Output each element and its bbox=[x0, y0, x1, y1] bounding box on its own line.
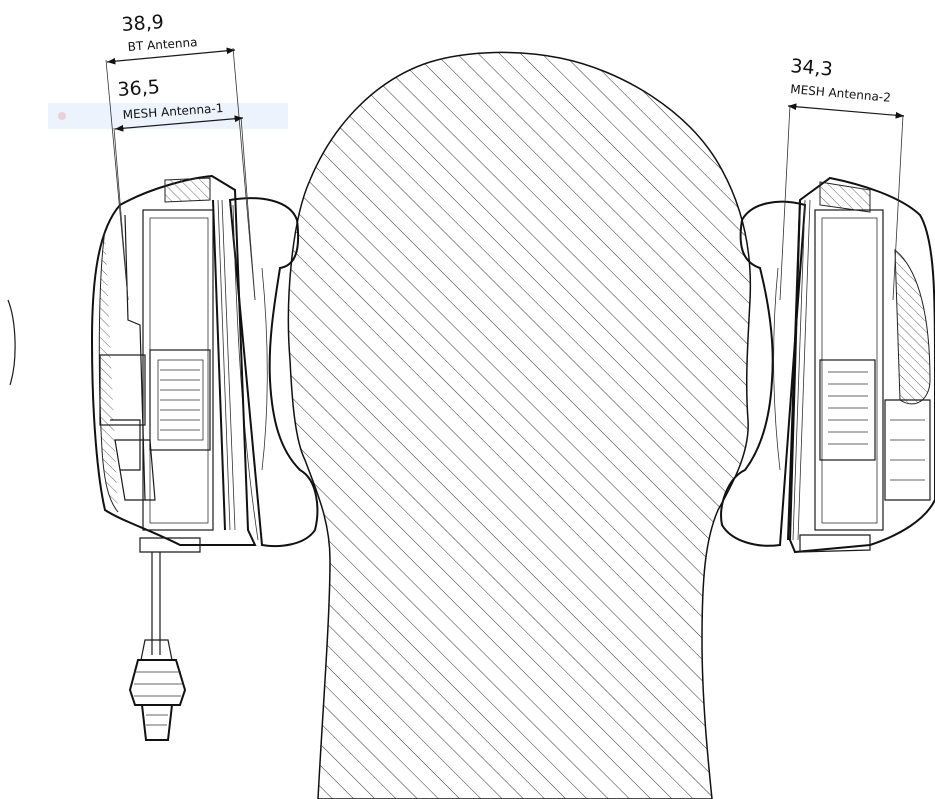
edge-arc bbox=[7, 299, 16, 386]
dimension-bt-antenna: 38,9 BT Antenna bbox=[105, 11, 256, 301]
left-earcup-housing bbox=[90, 174, 257, 553]
cable-connector bbox=[128, 552, 187, 741]
mesh-antenna-2-value: 34,3 bbox=[790, 55, 834, 81]
right-ear-cushion bbox=[720, 200, 807, 547]
bt-antenna-value: 38,9 bbox=[121, 11, 165, 36]
faint-dot-icon bbox=[58, 112, 66, 120]
bt-antenna-label: BT Antenna bbox=[127, 35, 198, 54]
mesh-antenna-1-value: 36,5 bbox=[117, 76, 161, 101]
mesh-antenna-2-label: MESH Antenna-2 bbox=[790, 82, 892, 105]
left-ear-cushion bbox=[228, 197, 319, 548]
head-silhouette bbox=[287, 51, 752, 799]
mesh-antenna-1-label: MESH Antenna-1 bbox=[122, 101, 224, 122]
right-earcup-housing bbox=[787, 176, 935, 554]
